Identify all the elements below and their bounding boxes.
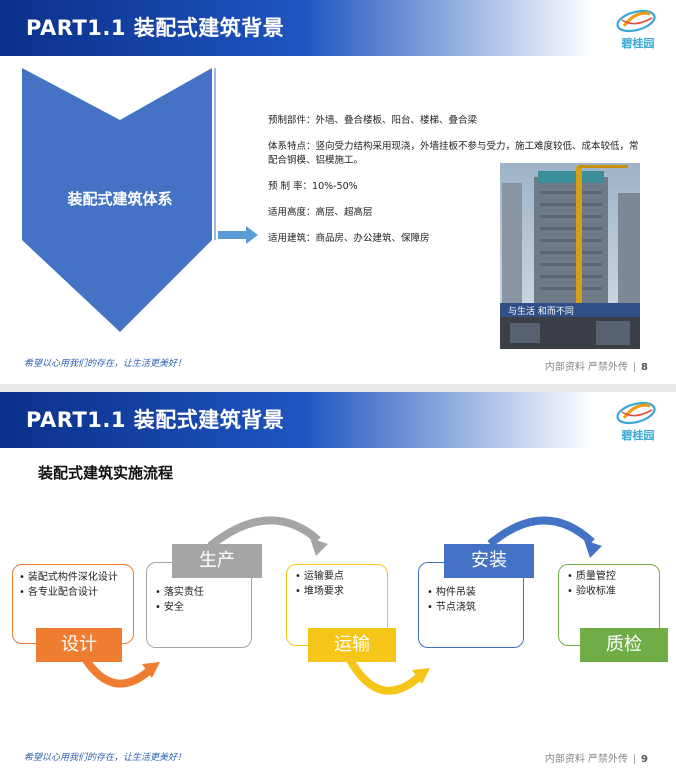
list-item: 运输要点 bbox=[295, 569, 383, 584]
flow-title: 装配式建筑实施流程 bbox=[38, 464, 174, 482]
feature-characteristics: 体系特点：竖向受力结构采用现浇，外墙挂板不参与受力，施工难度较低、成本较低，常配… bbox=[268, 141, 639, 166]
footer-info: 内部资料 严禁外传 9 bbox=[545, 750, 648, 765]
confidential-label: 内部资料 严禁外传 bbox=[544, 362, 629, 373]
footer-slogan: 希望以心用我们的存在，让生活更美好！ bbox=[24, 359, 187, 369]
list-item: 堆场要求 bbox=[295, 584, 383, 599]
list-item: 节点浇筑 bbox=[427, 600, 519, 615]
footer-divider bbox=[634, 362, 636, 372]
header-title: PART1.1 装配式建筑背景 bbox=[26, 408, 285, 432]
step-design-label: 设计 bbox=[36, 628, 122, 662]
slide-header: PART1.1 装配式建筑背景 碧桂园 bbox=[0, 392, 676, 448]
step-install-label: 安装 bbox=[444, 544, 534, 578]
confidential-label: 内部资料 严禁外传 bbox=[544, 754, 629, 765]
footer-divider bbox=[634, 754, 636, 764]
list-item: 安全 bbox=[155, 600, 247, 615]
logo-text: 碧桂园 bbox=[621, 429, 655, 442]
chevron-label: 装配式建筑体系 bbox=[67, 190, 173, 208]
list-item: 各专业配合设计 bbox=[19, 585, 129, 600]
company-logo: 碧桂园 bbox=[614, 398, 658, 444]
header-title: PART1.1 装配式建筑背景 bbox=[26, 16, 285, 40]
logo-swoosh-icon bbox=[616, 401, 656, 425]
page-number: 9 bbox=[641, 754, 648, 765]
slide-header: PART1.1 装配式建筑背景 碧桂园 bbox=[0, 0, 676, 56]
arrow-right-icon bbox=[218, 226, 258, 244]
photo-banner-text: 与生活 和而不同 bbox=[508, 305, 574, 317]
slide-gap bbox=[0, 384, 676, 392]
feature-prefab-parts: 预制部件：外墙、叠合楼板、阳台、楼梯、叠合梁 bbox=[268, 115, 478, 126]
step-production-label: 生产 bbox=[172, 544, 262, 578]
list-item: 质量管控 bbox=[567, 569, 655, 584]
logo-text: 碧桂园 bbox=[621, 37, 655, 50]
list-item: 构件吊装 bbox=[427, 585, 519, 600]
building-construction-photo: 与生活 和而不同 bbox=[500, 163, 640, 349]
footer-slogan: 希望以心用我们的存在，让生活更美好！ bbox=[24, 753, 187, 763]
step-quality-label: 质检 bbox=[580, 628, 668, 662]
system-chevron-shape bbox=[22, 68, 216, 332]
slide-8: PART1.1 装配式建筑背景 碧桂园 装配式建筑体系 预制部件：外墙、叠合楼板… bbox=[0, 0, 676, 384]
feature-prefab-rate: 预 制 率：10%-50% bbox=[268, 181, 358, 192]
page-number: 8 bbox=[641, 362, 648, 373]
footer-info: 内部资料 严禁外传 8 bbox=[545, 358, 648, 373]
step-transport-label: 运输 bbox=[308, 628, 396, 662]
list-item: 落实责任 bbox=[155, 585, 247, 600]
list-item: 验收标准 bbox=[567, 584, 655, 599]
feature-height: 适用高度：高层、超高层 bbox=[268, 207, 373, 218]
feature-buildings: 适用建筑：商品房、办公建筑、保障房 bbox=[268, 233, 430, 244]
list-item: 装配式构件深化设计 bbox=[19, 570, 129, 585]
company-logo: 碧桂园 bbox=[614, 6, 658, 52]
logo-swoosh-icon bbox=[616, 9, 656, 33]
system-features: 预制部件：外墙、叠合楼板、阳台、楼梯、叠合梁 体系特点：竖向受力结构采用现浇，外… bbox=[268, 114, 644, 258]
